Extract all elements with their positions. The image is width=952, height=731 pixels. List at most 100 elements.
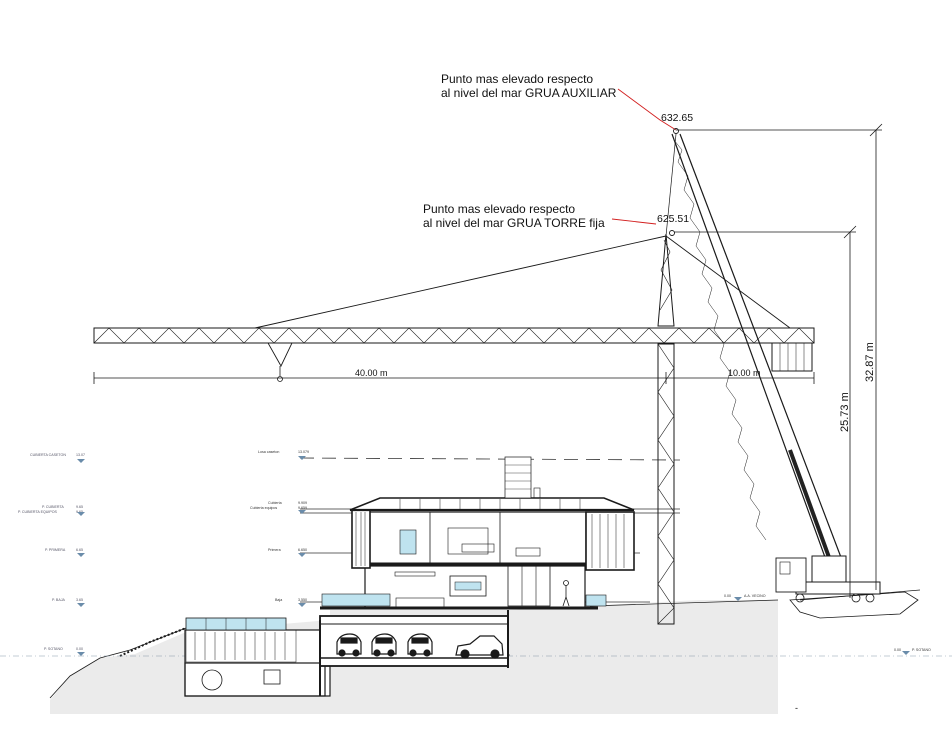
level-value: 3.65	[76, 598, 83, 602]
aux-boom-lattice	[673, 139, 767, 541]
jib-tie	[254, 235, 667, 329]
car-icon	[407, 633, 433, 657]
level-value: 0.00	[76, 647, 83, 651]
tower-leader-line	[611, 218, 657, 225]
crane-jib	[93, 327, 815, 344]
kitchen-bench	[394, 571, 436, 577]
ground-floor-window	[449, 575, 487, 597]
dim-jib-label: 40.00 m	[355, 368, 388, 378]
level-value: 9.65	[76, 505, 83, 509]
sliding-door	[507, 565, 551, 607]
levels-left: CUBIERTA CASETON 13.07 P. CUBIERTA 9.65 …	[18, 453, 85, 656]
aux-elevation-value: 632.65	[661, 112, 693, 124]
building-section	[184, 456, 635, 697]
terrain-line	[49, 627, 187, 699]
ground-fill	[50, 632, 186, 714]
level-marker-left: P. CUBIERTA 9.65 P. CUBIERTA EQUIPOS 9.6…	[18, 505, 85, 516]
terrace-glass-right	[585, 594, 607, 607]
tower-crane-annotation: Punto mas elevado respecto al nivel del …	[423, 202, 689, 236]
counter-jib-tie	[665, 235, 791, 329]
counterweight	[771, 342, 813, 372]
level-label: P. SOTANO	[912, 648, 931, 652]
neighbour-ground	[589, 599, 779, 607]
aux-boom-right	[679, 133, 843, 561]
wheel-icon	[865, 593, 875, 603]
aux-crane-body	[775, 557, 807, 593]
level-value: 0.00	[894, 648, 901, 652]
level-triangle-icon	[298, 510, 306, 514]
wheel-icon	[795, 593, 805, 603]
crane-peak	[657, 233, 675, 327]
dim-counter-jib-label: 10.00 m	[728, 368, 761, 378]
tower-crane	[93, 233, 815, 625]
aux-annotation-line1: Punto mas elevado respecto	[441, 72, 593, 86]
aux-crane-base	[795, 581, 881, 595]
level-value: 3.550	[298, 598, 307, 602]
peak-lattice	[659, 239, 673, 311]
level-value: 13.079	[298, 450, 309, 454]
roof-slats	[399, 499, 581, 509]
level-label: Baja	[275, 598, 282, 602]
wardrobe	[447, 527, 489, 555]
car-icon	[336, 633, 362, 657]
level-triangle-icon	[77, 603, 85, 607]
level-label: A.A. VECINO	[744, 594, 766, 598]
tower-point-marker	[669, 230, 675, 236]
level-triangle-icon	[734, 597, 742, 601]
aux-boom-section	[788, 449, 832, 561]
car-side-icon	[455, 635, 504, 659]
level-value: 6.650	[298, 548, 307, 552]
level-value: 13.07	[76, 453, 85, 457]
dim-tick	[843, 225, 857, 239]
level-value: 9.909	[298, 501, 307, 505]
tower-annotation-line2: al nivel del mar GRUA TORRE fija	[423, 216, 605, 230]
level-value: 6.65	[76, 548, 83, 552]
aux-crane-cabin-glass	[779, 561, 791, 575]
dim-tick	[869, 123, 883, 137]
level-triangle-icon	[902, 651, 910, 655]
jib-lattice	[93, 327, 815, 344]
aux-boom-left	[671, 133, 827, 561]
crane-ground	[789, 591, 919, 619]
ground-floor-window-glass	[454, 581, 482, 591]
tower-elevation-value: 625.51	[657, 213, 689, 225]
level-marker-left: P. PRIMERA 6.65	[45, 548, 85, 557]
tower-annotation-line1: Punto mas elevado respecto	[423, 202, 575, 216]
mast-lattice	[657, 343, 675, 625]
crane-hoist	[665, 133, 677, 237]
level-label: Losa caseton	[258, 450, 279, 454]
level-triangle-icon	[298, 456, 306, 460]
roof-vent	[533, 487, 541, 499]
ramp	[119, 627, 187, 657]
aux-crane-cab	[811, 555, 847, 587]
levels-right: 0.00 A.A. VECINO 0.00 P. SOTANO	[724, 594, 931, 655]
aux-crane-annotation: Punto mas elevado respecto al nivel del …	[441, 72, 693, 134]
level-triangle-icon	[298, 603, 306, 607]
level-label: Primera	[268, 548, 281, 552]
level-label: P. CUBIERTA EQUIPOS	[18, 510, 58, 514]
dimensions	[93, 123, 883, 598]
level-marker-left: CUBIERTA CASETON 13.07	[30, 453, 85, 463]
roof	[349, 497, 635, 511]
dim-aux-height-label: 32.87 m	[864, 342, 876, 382]
aux-point-marker	[673, 128, 679, 134]
glass-roof-left	[185, 617, 287, 631]
level-label: P. SOTANO	[44, 647, 63, 651]
hook-icon	[277, 376, 283, 382]
pergola-left	[185, 629, 297, 663]
bed	[461, 543, 495, 553]
level-triangle-icon	[298, 553, 306, 557]
level-marker-left: P. SOTANO 0.00	[44, 647, 85, 656]
pump	[263, 669, 281, 685]
aux-leader-line	[617, 88, 677, 131]
dim-tower-height-label: 25.73 m	[839, 392, 851, 432]
basement-left-lower	[184, 662, 326, 697]
level-label: P. PRIMERA	[45, 548, 66, 552]
level-triangle-icon	[77, 652, 85, 656]
level-triangle-icon	[77, 512, 85, 516]
crane-mast	[657, 343, 675, 625]
car-icon	[371, 633, 397, 657]
level-label: Cubierta equipos	[250, 506, 277, 510]
level-label: CUBIERTA CASETON	[30, 453, 66, 457]
